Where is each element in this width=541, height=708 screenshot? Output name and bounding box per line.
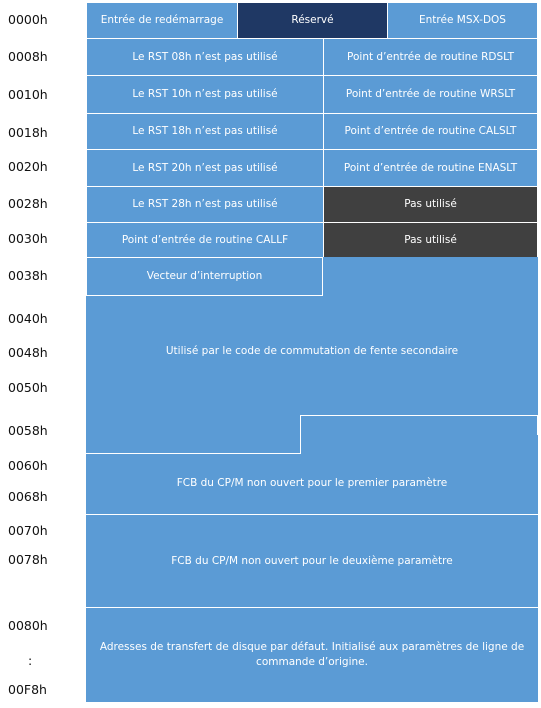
rdslt-entry-block: Point d’entrée de routine RDSLT [323,38,538,76]
calslt-entry-block: Point d’entrée de routine CALSLT [323,113,538,150]
address-label: : [28,653,33,668]
divider [86,607,538,608]
block-label: FCB du CP/M non ouvert pour le premier p… [176,477,448,489]
block-label: Le RST 10h n’est pas utilisé [132,88,278,100]
address-label: 0000h [8,12,48,27]
block-label: Le RST 08h n’est pas utilisé [132,50,278,63]
step-divider [300,415,301,454]
restart-entry-block: Entrée de redémarrage [86,2,238,39]
wrslt-entry-block: Point d’entrée de routine WRSLT [323,75,538,114]
rst10-unused-block: Le RST 10h n’est pas utilisé [86,75,324,114]
step-divider [300,514,538,515]
address-label: 0010h [8,87,48,102]
step-divider [86,514,301,515]
block-label: Le RST 18h n’est pas utilisé [132,125,278,137]
block-label: Entrée MSX-DOS [419,14,506,26]
address-label: 0038h [8,268,48,283]
address-label: 0018h [8,125,48,140]
address-label: 00F8h [8,682,47,697]
address-label: 0008h [8,49,48,64]
block-label: Utilisé par le code de commutation de fe… [165,345,459,357]
address-label: 0078h [8,552,48,567]
rst28-unused-block: Le RST 28h n’est pas utilisé [86,186,324,223]
address-label: 0050h [8,380,48,395]
address-label: 0080h [8,618,48,633]
block-label: Vecteur d’interruption [146,270,263,282]
rst18-unused-block: Le RST 18h n’est pas utilisé [86,113,324,150]
block-label: Réservé [291,14,334,26]
address-label: 0040h [8,311,48,326]
msxdos-entry-block: Entrée MSX-DOS [387,2,538,39]
block-label: Point d’entrée de routine ENASLT [343,161,518,174]
not-used-block: Pas utilisé [323,222,538,258]
block-label: Le RST 20h n’est pas utilisé [132,161,278,174]
fcb-first-param-block: FCB du CP/M non ouvert pour le premier p… [86,454,538,516]
address-label: 0030h [8,231,48,246]
step-divider [537,415,538,435]
block-label: Le RST 28h n’est pas utilisé [132,198,278,210]
step-divider [86,453,301,454]
block-label: FCB du CP/M non ouvert pour le deuxième … [171,555,453,567]
fcb-second-param-block: FCB du CP/M non ouvert pour le deuxième … [86,515,538,608]
address-label: 0020h [8,159,48,174]
block-label: Entrée de redémarrage [100,14,224,26]
block-label: Point d’entrée de routine CALLF [121,233,289,246]
enaslt-entry-block: Point d’entrée de routine ENASLT [323,149,538,187]
callf-entry-block: Point d’entrée de routine CALLF [86,222,324,258]
disk-transfer-block: Adresses de transfert de disque par défa… [86,608,538,702]
block-label: Adresses de transfert de disque par défa… [99,641,525,668]
block-label: Point d’entrée de routine RDSLT [347,50,514,63]
address-label: 0070h [8,523,48,538]
address-label: 0068h [8,489,48,504]
rst20-unused-block: Le RST 20h n’est pas utilisé [86,149,324,187]
address-label: 0028h [8,196,48,211]
address-label: 0058h [8,423,48,438]
block-label: Pas utilisé [404,233,457,246]
step-divider [300,415,538,416]
interrupt-vector-block: Vecteur d’interruption [86,257,323,296]
reserved-block: Réservé [237,2,388,39]
address-label: 0060h [8,458,48,473]
rst08-unused-block: Le RST 08h n’est pas utilisé [86,38,324,76]
block-label: Pas utilisé [404,198,457,210]
address-label: 0048h [8,345,48,360]
not-used-block: Pas utilisé [323,186,538,223]
block-label: Point d’entrée de routine CALSLT [344,125,517,137]
block-label: Point d’entrée de routine WRSLT [345,88,516,100]
